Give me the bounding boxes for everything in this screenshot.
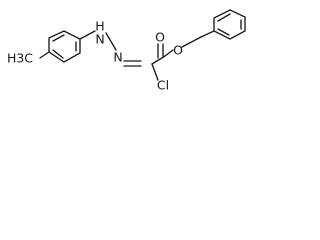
tolyl-ring-double-3 — [52, 49, 64, 59]
nh-hydrogen-label: H — [95, 19, 104, 34]
chemical-structure-diagram: H N N O O Cl — [39, 9, 246, 93]
phenyl-ring-double-3 — [217, 28, 230, 36]
bond-o-ch2 — [181, 36, 202, 48]
bond-n-n — [105, 32, 117, 51]
phenyl-ring-double-1 — [217, 13, 231, 22]
bond-methyl-ring — [39, 51, 50, 59]
tolyl-ring-double-1 — [52, 34, 65, 42]
ester-oxygen-label: O — [173, 43, 183, 58]
chlorine-label: Cl — [157, 78, 169, 93]
methyl-label: H3C — [7, 51, 33, 66]
bond-ch2-phenyl — [200, 30, 215, 38]
bond-c-carbonyl — [151, 55, 166, 65]
bond-c-cl — [151, 63, 159, 81]
bond-ring-nh — [79, 30, 96, 40]
structure-canvas: H N N O O Cl H3C — [0, 0, 286, 119]
phenyl-ring — [213, 9, 246, 40]
methyl-label-layer: H3C — [7, 51, 33, 66]
carbonyl-oxygen-label: O — [155, 30, 165, 45]
amine-nitrogen-label: N — [95, 32, 104, 47]
bond-carbonyl-o — [164, 49, 174, 57]
imine-nitrogen-label: N — [113, 50, 122, 65]
